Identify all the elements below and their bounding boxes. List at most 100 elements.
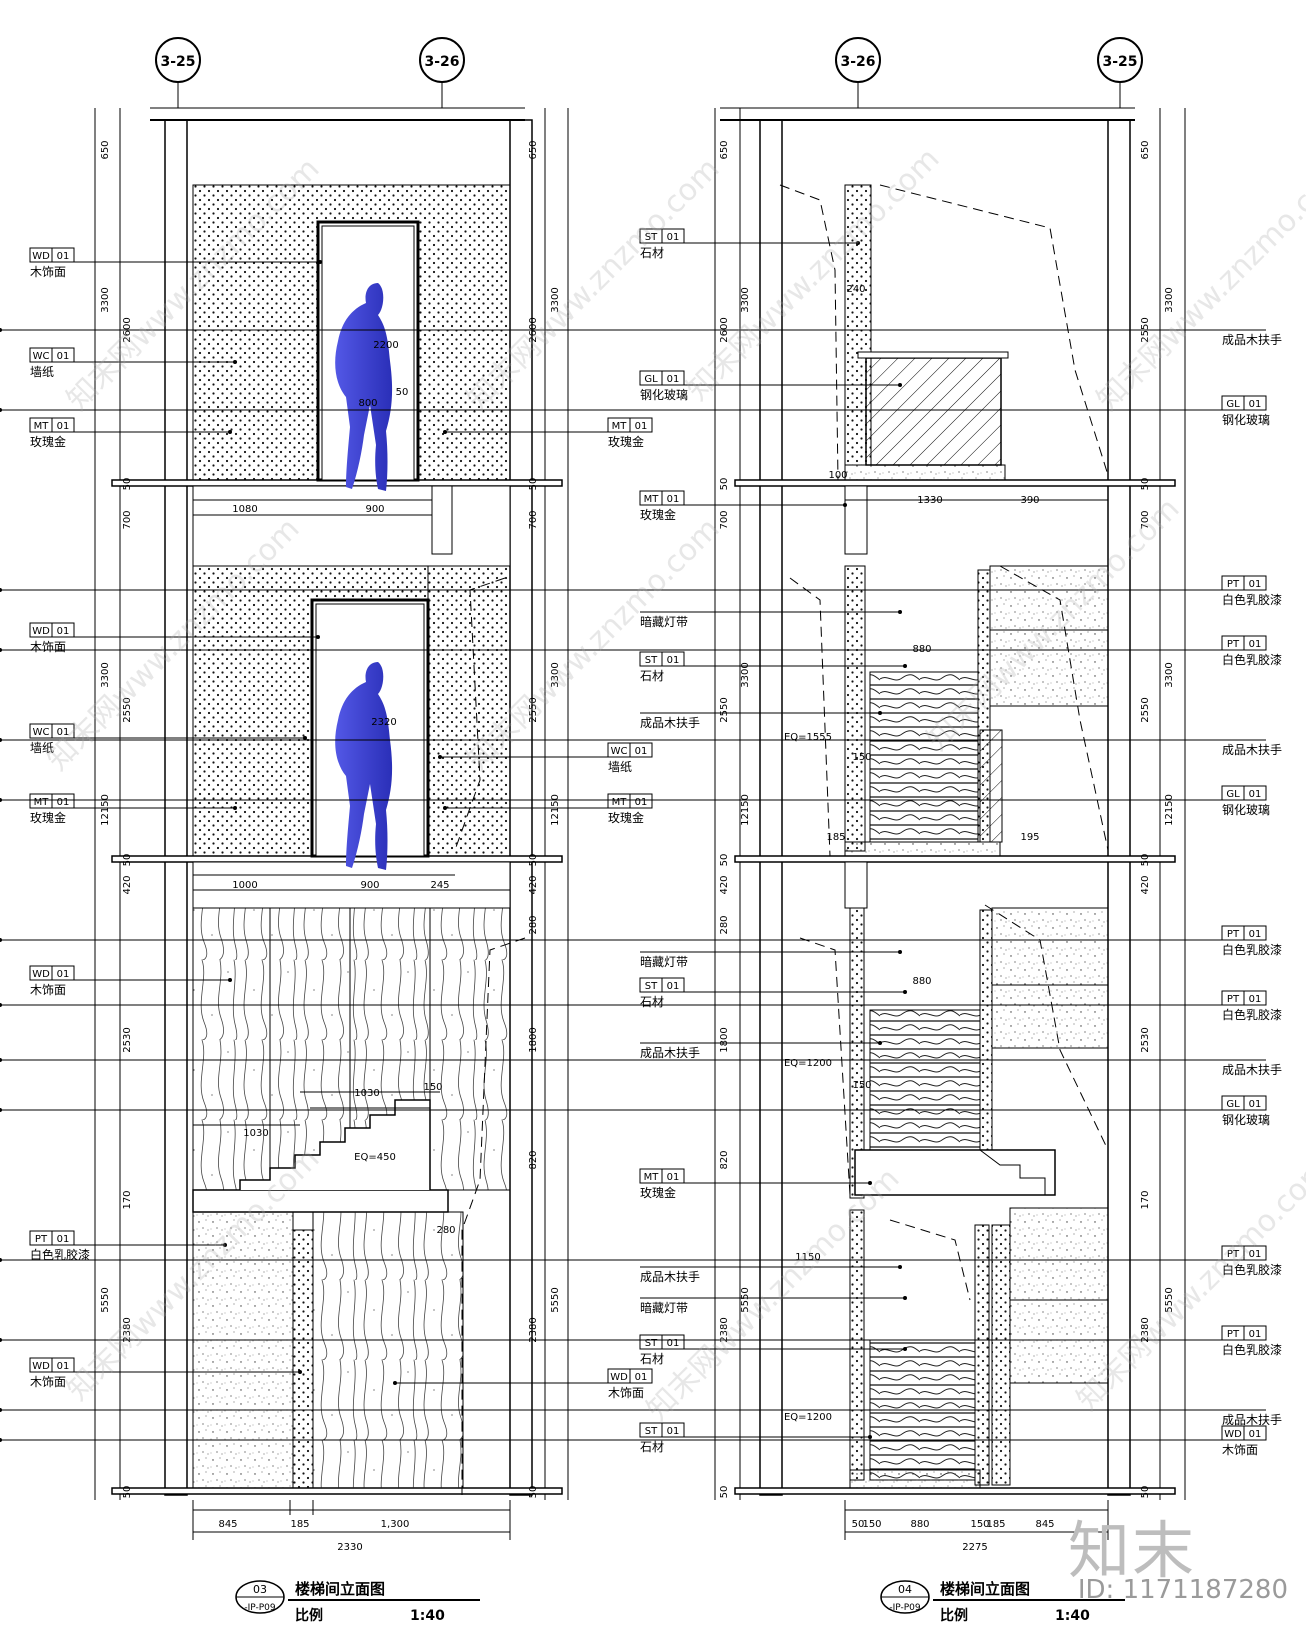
- dimension-text: 50: [396, 387, 409, 398]
- dimension-text: 420: [719, 875, 730, 894]
- tag-text: 木饰面: [30, 640, 66, 654]
- leader-dot: [316, 635, 320, 639]
- tag-num: 01: [57, 797, 70, 808]
- dimension-text: 2550: [1140, 317, 1151, 342]
- dimension-text: 880: [912, 644, 931, 655]
- tag-num: 01: [1249, 789, 1262, 800]
- dimension-text: 3300: [740, 662, 751, 687]
- tag-num: 01: [1249, 1099, 1262, 1110]
- leader-dot: [0, 1338, 2, 1342]
- dimension-text: 2600: [719, 317, 730, 342]
- dimension-text: 650: [1140, 140, 1151, 159]
- tag-text: 白色乳胶漆: [1222, 652, 1282, 667]
- dimension-text: 820: [719, 1150, 730, 1169]
- leader-dot: [856, 241, 860, 245]
- dimension-text: 2530: [122, 1027, 133, 1052]
- dimension-text: 100: [828, 470, 847, 481]
- tag-text: 钢化玻璃: [1222, 413, 1270, 427]
- tag-text: 石材: [640, 1352, 664, 1366]
- leader-dot: [868, 1435, 872, 1439]
- dimension-text: 880: [912, 976, 931, 987]
- tag-num-box: [629, 742, 653, 758]
- leader-dot: [443, 430, 447, 434]
- tag-num-box: [51, 723, 75, 739]
- dimension-text: 50: [719, 854, 730, 867]
- tag-text: 白色乳胶漆: [1222, 1007, 1282, 1022]
- leader-dot: [0, 938, 2, 942]
- tag-code: ST: [645, 1426, 658, 1437]
- dimension-text: 5550: [1164, 1287, 1175, 1312]
- tag-text: 白色乳胶漆: [1222, 1342, 1282, 1357]
- leader-dot: [903, 990, 907, 994]
- dimension-text: 650: [719, 140, 730, 159]
- leader-dot: [898, 1265, 902, 1269]
- tag-num: 01: [57, 1361, 70, 1372]
- dimension-text: 170: [122, 1190, 133, 1209]
- dimension-text: 2550: [719, 697, 730, 722]
- dimension-text: EQ=1555: [784, 732, 832, 743]
- dimension-text: 880: [910, 1519, 929, 1530]
- tag-text: 玫瑰金: [640, 507, 676, 522]
- dimension-text: 195: [1020, 832, 1039, 843]
- dimension-text: 280: [719, 915, 730, 934]
- leader-dot: [0, 1058, 2, 1062]
- tag-code: WD: [32, 626, 50, 637]
- dimension-text: 845: [1035, 1519, 1054, 1530]
- drawing-title: 楼梯间立面图: [940, 1580, 1030, 1598]
- dimension-text: 150: [970, 1519, 989, 1530]
- tag-code: GL: [1226, 789, 1240, 800]
- material-tag: 暗藏灯带: [640, 1296, 907, 1315]
- tag-code: WD: [32, 1361, 50, 1372]
- dimension-text: 150: [423, 1082, 442, 1093]
- dimension-text: 50: [528, 854, 539, 867]
- tag-num-box: [51, 247, 75, 263]
- dimension-text: 1080: [232, 504, 257, 515]
- leader-dot: [0, 1438, 2, 1442]
- dimension-text: 1,300: [381, 1519, 410, 1530]
- tag-code: PT: [1227, 929, 1240, 940]
- dimension-text: 185: [290, 1519, 309, 1530]
- tag-num: 01: [667, 1338, 680, 1349]
- tag-code: WD: [32, 969, 50, 980]
- tag-num-box: [629, 417, 653, 433]
- dimension-text: 50: [528, 1486, 539, 1499]
- tag-text: 成品木扶手: [1222, 742, 1282, 757]
- dimension-text: 2550: [1140, 697, 1151, 722]
- dimension-text: EQ=1200: [784, 1058, 832, 1069]
- leader-dot: [393, 1381, 397, 1385]
- dimension-text: 420: [122, 875, 133, 894]
- dimension-text: 2380: [528, 1317, 539, 1342]
- leader-dot: [318, 260, 322, 264]
- leader-dot: [438, 755, 442, 759]
- tag-text: 暗藏灯带: [640, 1300, 688, 1315]
- dimension-text: 3300: [1164, 662, 1175, 687]
- person-silhouette: [335, 662, 393, 870]
- axis-label: 3-25: [160, 54, 195, 70]
- tag-code: MT: [612, 797, 628, 808]
- dimension-text: 50: [719, 1486, 730, 1499]
- dimension-text: 240: [846, 284, 865, 295]
- tag-code: ST: [645, 1338, 658, 1349]
- material-tag: 成品木扶手: [640, 711, 882, 730]
- material-tag: 成品木扶手: [0, 738, 1282, 757]
- dimension-text: 2530: [1140, 1027, 1151, 1052]
- tag-code: PT: [35, 1234, 48, 1245]
- dimension-text: 2320: [371, 717, 396, 728]
- tag-text: 墙纸: [30, 741, 54, 755]
- tag-text: 玫瑰金: [30, 810, 66, 825]
- tag-num: 01: [57, 421, 70, 432]
- tag-num: 01: [57, 727, 70, 738]
- dimension-text: 5550: [740, 1287, 751, 1312]
- dimension-text: 1030: [243, 1128, 268, 1139]
- dimension-text: 5550: [550, 1287, 561, 1312]
- tag-num-box: [51, 347, 75, 363]
